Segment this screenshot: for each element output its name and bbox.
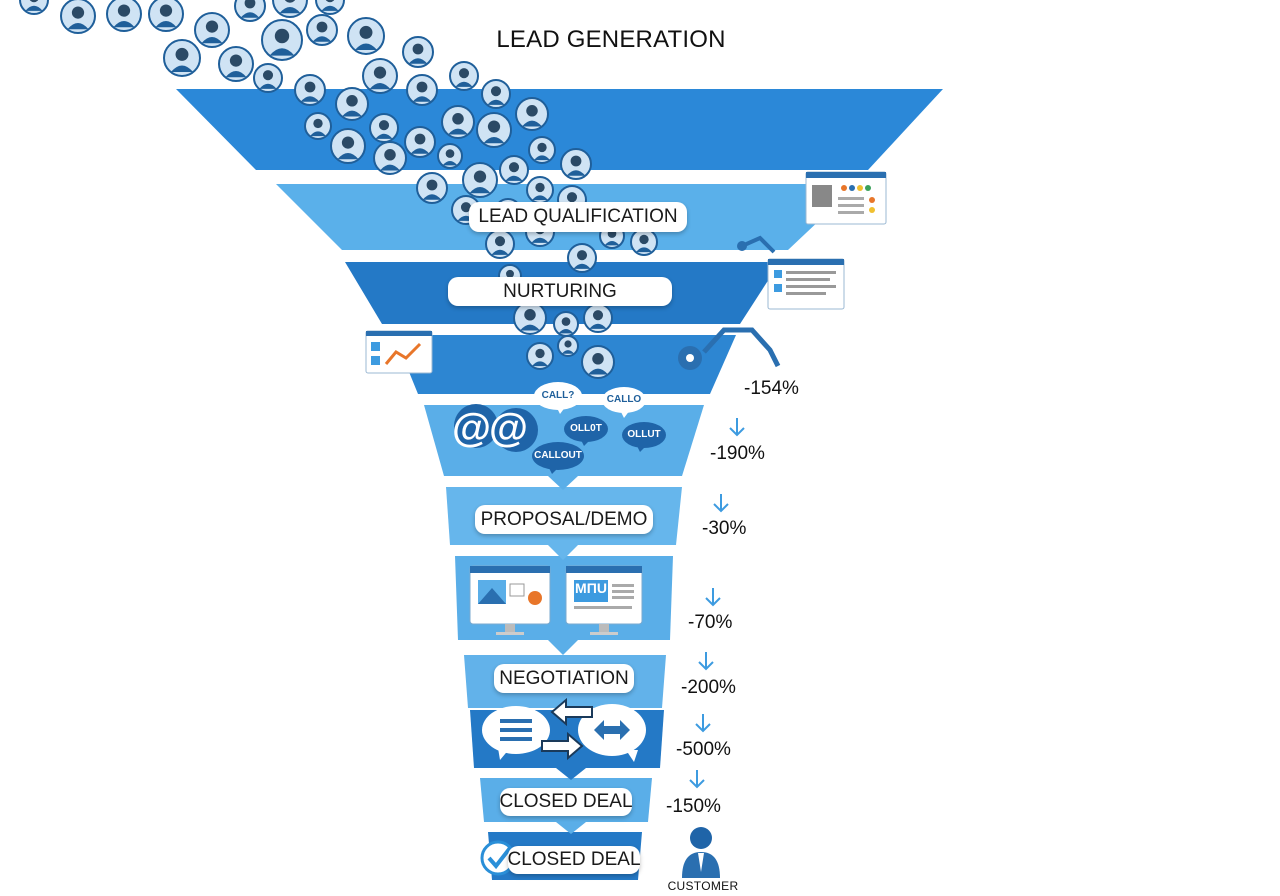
- person-avatar-icon: [583, 303, 613, 333]
- person-avatar-icon: [528, 136, 556, 164]
- person-avatar-icon: [315, 0, 345, 15]
- stage-pill-negotiation: NEGOTIATION: [494, 664, 634, 693]
- person-avatar-icon: [476, 112, 512, 148]
- person-avatar-icon: [335, 87, 369, 121]
- person-avatar-icon: [416, 172, 448, 204]
- rate-label: -190%: [710, 443, 765, 464]
- chevron-4: [556, 768, 586, 780]
- person-avatar-icon: [373, 141, 407, 175]
- person-avatar-icon: [581, 345, 615, 379]
- robot-arm-icon-1: [741, 235, 776, 254]
- dashboard-screen-icon: [805, 171, 887, 225]
- person-avatar-icon: [485, 229, 515, 259]
- funnel-band-4: [394, 335, 736, 394]
- person-avatar-icon: [630, 228, 658, 256]
- person-avatar-icon: [306, 14, 338, 46]
- robot-arm-icon-2: [702, 327, 781, 368]
- person-avatar-icon: [304, 112, 332, 140]
- chevron-2: [548, 545, 578, 560]
- person-avatar-icon: [234, 0, 266, 22]
- chart-screen-icon: [365, 330, 433, 374]
- rate-label: -200%: [681, 677, 736, 698]
- funnel-band-1: [176, 89, 943, 170]
- rate-label: -500%: [676, 739, 731, 760]
- person-avatar-icon: [402, 36, 434, 68]
- rate-label: -154%: [744, 378, 799, 399]
- person-avatar-icon: [272, 0, 308, 18]
- callout-text-5: OLLUT: [627, 429, 661, 440]
- person-avatar-icon: [163, 39, 201, 77]
- stage-pill-proposal-demo: PROPOSAL/DEMO: [475, 505, 653, 534]
- down-arrow-icon: [695, 714, 711, 733]
- person-avatar-icon: [515, 97, 549, 131]
- rate-label: -70%: [688, 612, 733, 633]
- person-avatar-icon: [148, 0, 184, 32]
- down-arrow-icon: [705, 588, 721, 607]
- rate-label: -150%: [666, 796, 721, 817]
- chevron-3: [548, 640, 578, 655]
- stage-pill-closed-deal-final: CLOSED DEAL: [507, 846, 641, 874]
- rate-label: -30%: [702, 518, 747, 539]
- chevron-5: [556, 822, 586, 834]
- callout-text-2: CALLO: [606, 394, 642, 405]
- robot-joint-icon: [737, 241, 747, 251]
- person-avatar-icon: [526, 176, 554, 204]
- customer-label: CUSTOMER: [667, 879, 739, 893]
- person-avatar-icon: [462, 162, 498, 198]
- chevron-1: [548, 476, 578, 490]
- person-avatar-icon: [253, 63, 283, 93]
- customer-icon: [682, 827, 720, 878]
- person-avatar-icon: [347, 17, 385, 55]
- person-avatar-icon: [194, 12, 230, 48]
- down-arrow-icon: [729, 418, 745, 437]
- person-avatar-icon: [526, 342, 554, 370]
- stage-pill-lead-qualification: LEAD QUALIFICATION: [469, 202, 687, 232]
- person-avatar-icon: [60, 0, 96, 34]
- down-arrow-icon: [689, 770, 705, 789]
- person-avatar-icon: [261, 19, 303, 61]
- person-avatar-icon: [369, 113, 399, 143]
- person-avatar-icon: [294, 74, 326, 106]
- document-screen-icon: [767, 258, 845, 310]
- stage-pill-nurturing: NURTURING: [448, 277, 672, 306]
- person-avatar-icon: [404, 126, 436, 158]
- monitor-icon-right: [565, 565, 643, 635]
- stage-pill-closed-deal: CLOSED DEAL: [499, 788, 633, 816]
- callout-text-1: CALL?: [541, 390, 575, 401]
- person-avatar-icon: [567, 243, 597, 273]
- person-avatar-icon: [553, 311, 579, 337]
- down-arrow-icon: [713, 494, 729, 513]
- person-avatar-icon: [441, 105, 475, 139]
- gear-hub: [686, 354, 694, 362]
- monitor-icon-left: [469, 565, 551, 635]
- person-avatar-icon: [406, 74, 438, 106]
- negotiation-exchange-icon: [482, 697, 646, 762]
- callout-bubbles: [532, 382, 666, 474]
- monitor-screen-text: MΠU: [575, 580, 607, 596]
- person-avatar-icon: [513, 301, 547, 335]
- person-avatar-icon: [449, 61, 479, 91]
- callout-text-4: CALLOUT: [534, 450, 582, 461]
- person-avatar-icon: [218, 46, 254, 82]
- check-circle-icon: [480, 840, 516, 876]
- person-avatar-icon: [560, 148, 592, 180]
- down-arrow-icon: [698, 652, 714, 671]
- person-avatar-icon: [481, 79, 511, 109]
- person-avatar-icon: [106, 0, 142, 32]
- page-title: LEAD GENERATION: [496, 26, 726, 53]
- email-at-icon-1: [454, 404, 498, 448]
- callout-text-3: OLL0T: [570, 423, 602, 434]
- person-avatar-icon: [19, 0, 49, 15]
- person-avatar-icon: [437, 143, 463, 169]
- person-avatar-icon: [362, 58, 398, 94]
- person-avatar-icon: [499, 155, 529, 185]
- person-avatar-icon: [557, 335, 579, 357]
- email-at-icon-2: [494, 408, 538, 452]
- email-at-glyphs: @@: [452, 406, 528, 450]
- person-avatar-icon: [330, 128, 366, 164]
